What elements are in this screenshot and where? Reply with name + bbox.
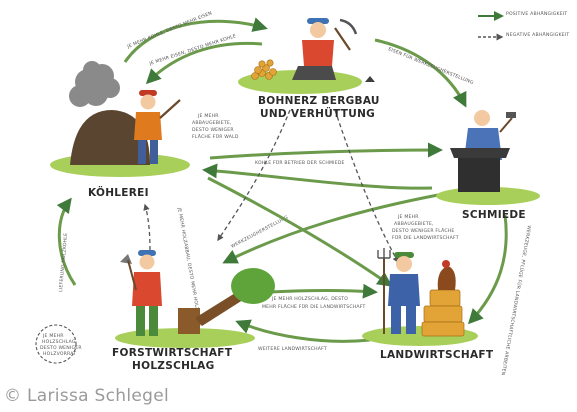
- anvil-base: [458, 158, 500, 192]
- koehler-leg-right: [150, 140, 158, 164]
- arrow-koehlerei-bergbau: [123, 17, 268, 63]
- tree-stump: [178, 308, 200, 334]
- farmer-cap: [394, 252, 414, 258]
- annotation-schmiede-abbau-4: FÜR DIE LANDWIRTSCHAFT: [392, 234, 459, 241]
- anvil-top: [450, 148, 510, 158]
- forester-shirt: [132, 272, 162, 306]
- koehler-cap: [139, 90, 157, 96]
- forst-illustration: [115, 250, 275, 348]
- schmiede-illustration: [436, 110, 540, 205]
- annotation-holzschlag-2: MEHR FLÄCHE FÜR DIE LANDWIRTSCHAFT: [262, 303, 366, 310]
- annotation-holzschlag-1: JE MEHR HOLZSCHLAG, DESTO: [271, 296, 348, 302]
- arrow-forst-koehlerei-negative: [143, 203, 151, 251]
- axe-head: [120, 254, 132, 264]
- farmer-overalls: [388, 274, 420, 306]
- legend: POSITIVE ABHÄNGIGKEIT NEGATIVE ABHÄNGIGK…: [478, 10, 569, 41]
- pickaxe-head: [339, 18, 358, 35]
- forester-leg-right: [149, 306, 158, 336]
- hay-bale-bottom: [421, 321, 465, 337]
- farmer-leg-right: [406, 306, 416, 334]
- pitchfork-tines: [377, 248, 391, 259]
- annotation-schmiede-abbau-1: JE MEHR: [397, 214, 419, 220]
- arrow-schmiede-koehlerei: [202, 163, 433, 190]
- miner-cap: [307, 18, 329, 24]
- miner-head: [310, 22, 326, 38]
- miner-shirt: [302, 40, 334, 66]
- annotation-bergbau-abbau-3: DESTO WENIGER: [192, 127, 234, 133]
- smith-hammer-handle: [499, 117, 513, 133]
- forester-leg-left: [136, 306, 145, 336]
- arrow-forst-land: [269, 283, 378, 299]
- smith-head: [474, 110, 490, 126]
- forester-head: [139, 254, 155, 270]
- forester-cap: [138, 250, 156, 256]
- rooster-comb: [442, 260, 450, 268]
- loop-text-2: HOLZSCHLAG,: [42, 339, 78, 345]
- koehler-leg-left: [138, 140, 146, 164]
- loop-text-1: JE MEHR: [42, 333, 64, 339]
- koehler-shirt: [134, 112, 162, 140]
- smith-hammer-head: [506, 112, 516, 118]
- arrow-bergbau-koehlerei: [145, 41, 263, 85]
- rooster-body: [437, 266, 456, 290]
- node-forst-line2: HOLZSCHLAG: [132, 360, 215, 372]
- koehler-tool: [159, 99, 181, 119]
- koehler-head: [140, 94, 156, 110]
- node-koehlerei: KÖHLEREI: [88, 185, 149, 199]
- annotation-land-forst: WEITERE LANDWIRTSCHAFT: [258, 346, 327, 352]
- arrow-bergbau-land-negative: [334, 109, 399, 264]
- koehlerei-illustration: [50, 61, 190, 177]
- copyright-notice: © Larissa Schlegel: [4, 386, 170, 406]
- farmer-head: [396, 256, 412, 272]
- pickaxe-handle: [334, 27, 351, 51]
- fallen-trunk: [195, 290, 246, 326]
- charcoal-kiln: [70, 110, 150, 165]
- annotation-bergbau-koehlerei: JE MEHR EISEN, DESTO MEHR KOHLE: [148, 33, 237, 67]
- ore-pile: [251, 59, 277, 80]
- arrow-schmiede-land: [467, 214, 508, 325]
- annotation-bergbau-abbau-1: JE MEHR: [197, 113, 219, 119]
- hay-bale-top: [429, 289, 461, 307]
- annotation-bergbau-abbau-2: ABBAUGEBIETE,: [192, 120, 232, 126]
- hay-bale-middle: [423, 305, 463, 323]
- arrow-koehlerei-land: [207, 176, 393, 287]
- arrow-forst-koehlerei: [56, 197, 77, 286]
- annotation-kohle-schmiede: KOHLE FÜR BETRIEB DER SCHMIEDE: [255, 159, 345, 166]
- annotation-schmiede-abbau-3: DESTO WENIGER FLÄCHE: [392, 227, 455, 234]
- node-bergbau-line2: UND VERHÜTTUNG: [260, 106, 375, 120]
- legend-positive-label: POSITIVE ABHÄNGIGKEIT: [506, 10, 567, 17]
- annotation-bergbau-schmiede: EISEN FÜR WERKZEUGHERSTELLUNG: [387, 45, 475, 86]
- annotation-werkzeug: WERKZEUGHERSTELLUNG: [230, 214, 289, 249]
- annotation-forst-koehler: LIEFERUNG HOLZKOHLE: [58, 233, 69, 293]
- landwirtschaft-illustration: [362, 248, 478, 346]
- farmer-leg-left: [391, 306, 401, 334]
- axe-handle: [127, 259, 137, 291]
- annotation-schmiede-abbau-2: ABBAUGEBIETE,: [394, 221, 434, 227]
- loop-text-3: DESTO WENIGER: [40, 345, 82, 351]
- arrow-koehlerei-schmiede: [209, 142, 443, 160]
- legend-negative-label: NEGATIVE ABHÄNGIGKEIT: [506, 31, 569, 38]
- node-forst-line1: FORSTWIRTSCHAFT: [112, 347, 233, 359]
- arrow-bergbau-schmiede: [374, 38, 467, 108]
- node-schmiede: SCHMIEDE: [462, 209, 526, 221]
- node-landwirtschaft: LANDWIRTSCHAFT: [380, 349, 494, 361]
- node-bergbau-line1: BOHNERZ BERGBAU: [258, 95, 380, 107]
- smoke-cloud: [69, 61, 120, 107]
- annotation-koehlerei-bergbau: JE MEHR KOHLE, DESTO MEHR EISEN: [126, 10, 213, 50]
- arrow-schmiede-forst: [222, 193, 439, 264]
- loop-text-4: HOLZVORRAT: [43, 351, 76, 357]
- loop-circle: [35, 324, 77, 364]
- annotation-bergbau-abbau-4: FLÄCHE FÜR WALD: [192, 133, 239, 140]
- miner-pants: [292, 66, 336, 80]
- arrow-land-forst: [235, 319, 371, 343]
- ore-rock: [365, 76, 375, 82]
- fallen-tree-crown: [231, 268, 275, 304]
- bergbau-illustration: [238, 18, 375, 94]
